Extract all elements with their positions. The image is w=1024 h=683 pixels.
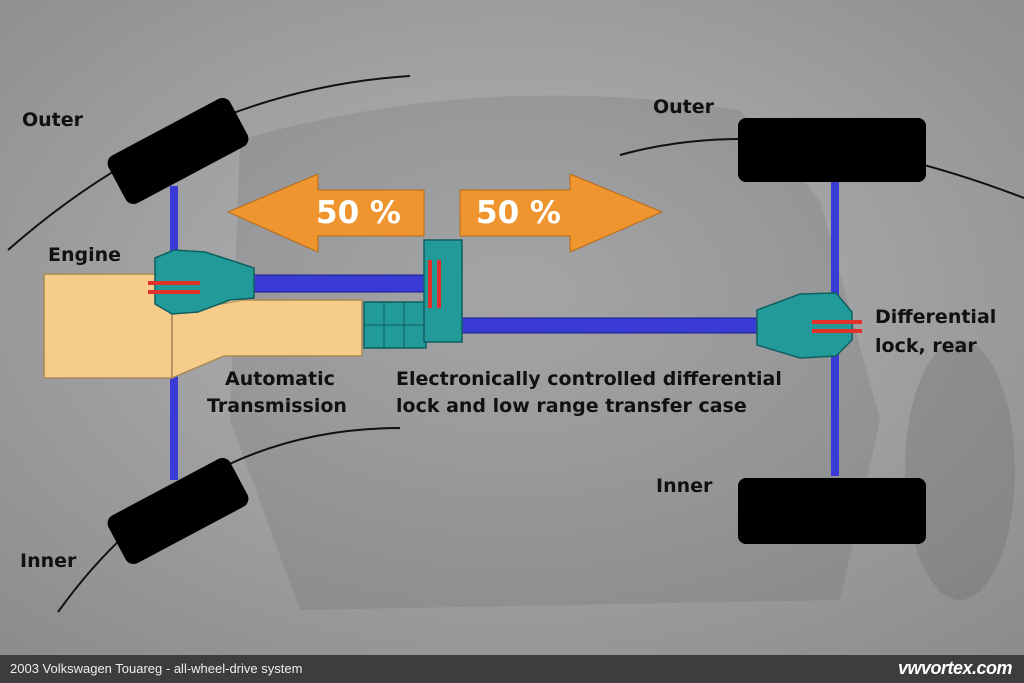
- front-inner-label: Inner: [20, 549, 76, 573]
- transmission-label-line2: Transmission: [207, 394, 347, 418]
- transfer-case-label-line2: lock and low range transfer case: [396, 394, 747, 418]
- footer-caption: 2003 Volkswagen Touareg - all-wheel-driv…: [10, 660, 302, 677]
- center-lock-mark-2: [437, 260, 441, 308]
- rear-outer-tyre: [738, 118, 926, 182]
- brand-logo: vwvortex.com: [898, 657, 1012, 679]
- transfer-case-label-line1: Electronically controlled differential: [396, 367, 782, 391]
- rear-inner-label: Inner: [656, 474, 712, 498]
- rear-lock-mark-1: [812, 320, 862, 324]
- front-outer-label: Outer: [22, 108, 83, 132]
- rear-differential-label-line2: lock, rear: [875, 334, 977, 358]
- front-propshaft: [250, 275, 430, 292]
- engine-label: Engine: [48, 243, 121, 267]
- front-lock-mark-2: [148, 290, 200, 294]
- center-lock-mark-1: [428, 260, 432, 308]
- drivetrain-diagram: [0, 0, 1024, 655]
- rear-inner-tyre: [738, 478, 926, 544]
- front-lock-mark-1: [148, 281, 200, 285]
- rear-differential-label-line1: Differential: [875, 305, 996, 329]
- rear-outer-label: Outer: [653, 95, 714, 119]
- footer-bar: 2003 Volkswagen Touareg - all-wheel-driv…: [0, 655, 1024, 683]
- front-split-value: 50 %: [316, 196, 401, 230]
- rear-split-value: 50 %: [476, 196, 561, 230]
- transmission-label-line1: Automatic: [225, 367, 335, 391]
- rear-lock-mark-2: [812, 329, 862, 333]
- rear-propshaft: [460, 318, 760, 333]
- engine-block: [44, 274, 172, 378]
